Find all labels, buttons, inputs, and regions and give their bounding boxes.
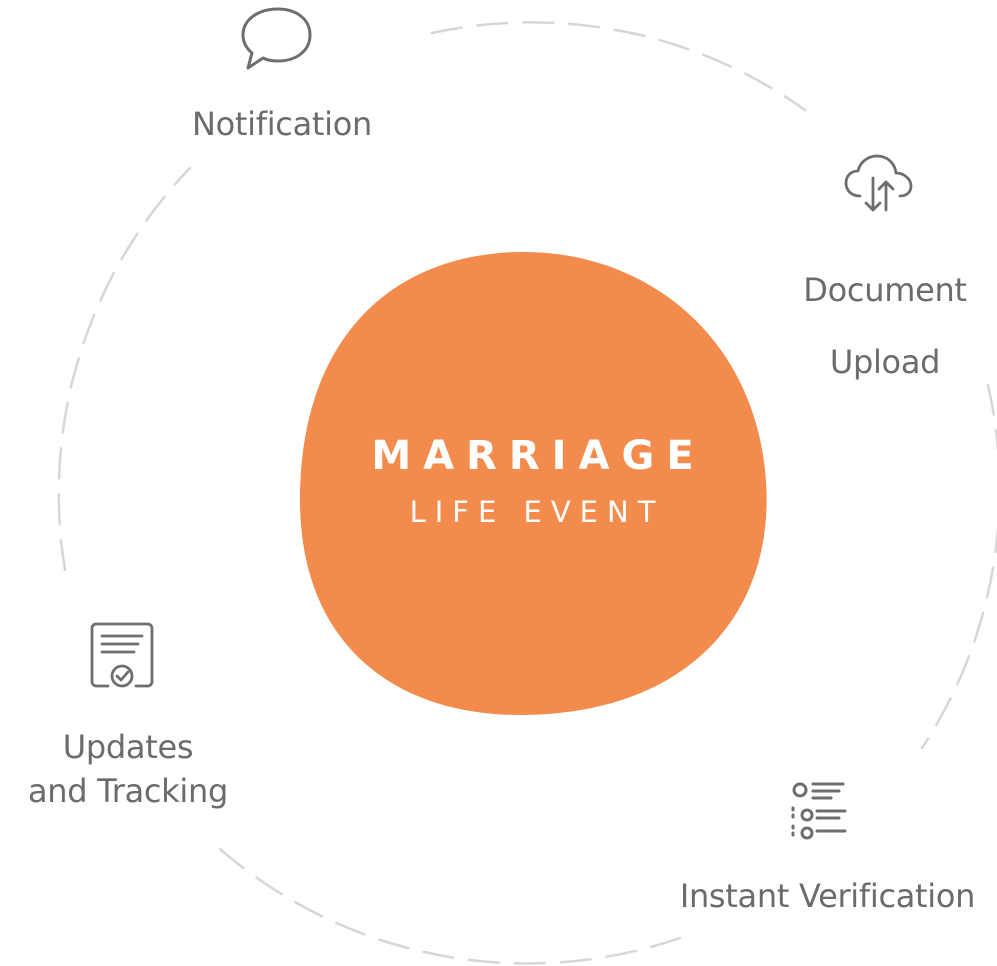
certificate-icon — [86, 620, 158, 692]
notification-label: Notification — [191, 105, 372, 143]
step-label-notification: Notification — [180, 108, 384, 140]
ring-arc-right — [920, 383, 997, 750]
ring-arc-top — [430, 21, 807, 112]
updates-label-line1: Updates — [62, 728, 194, 766]
center-title: MARRIAGE — [371, 433, 706, 479]
center-blob — [300, 251, 767, 715]
step-label-instant-verification: Instant Verification — [665, 880, 990, 912]
document-label-line2: Upload — [829, 343, 941, 381]
step-label-updates-tracking: Updates and Tracking — [10, 725, 246, 813]
speech-bubble-icon — [238, 5, 316, 75]
center-label: MARRIAGE LIFE EVENT — [300, 436, 765, 527]
checklist-icon — [787, 778, 863, 842]
verification-label: Instant Verification — [679, 877, 976, 915]
ring-arc-left — [57, 166, 192, 572]
updates-label-line2: and Tracking — [28, 772, 228, 810]
step-label-document-upload: Document Upload — [780, 254, 990, 398]
cloud-sync-icon — [842, 152, 916, 218]
center-subtitle: LIFE EVENT — [409, 495, 665, 529]
ring-arc-bottom — [210, 840, 682, 965]
document-label-line1: Document — [803, 271, 967, 309]
